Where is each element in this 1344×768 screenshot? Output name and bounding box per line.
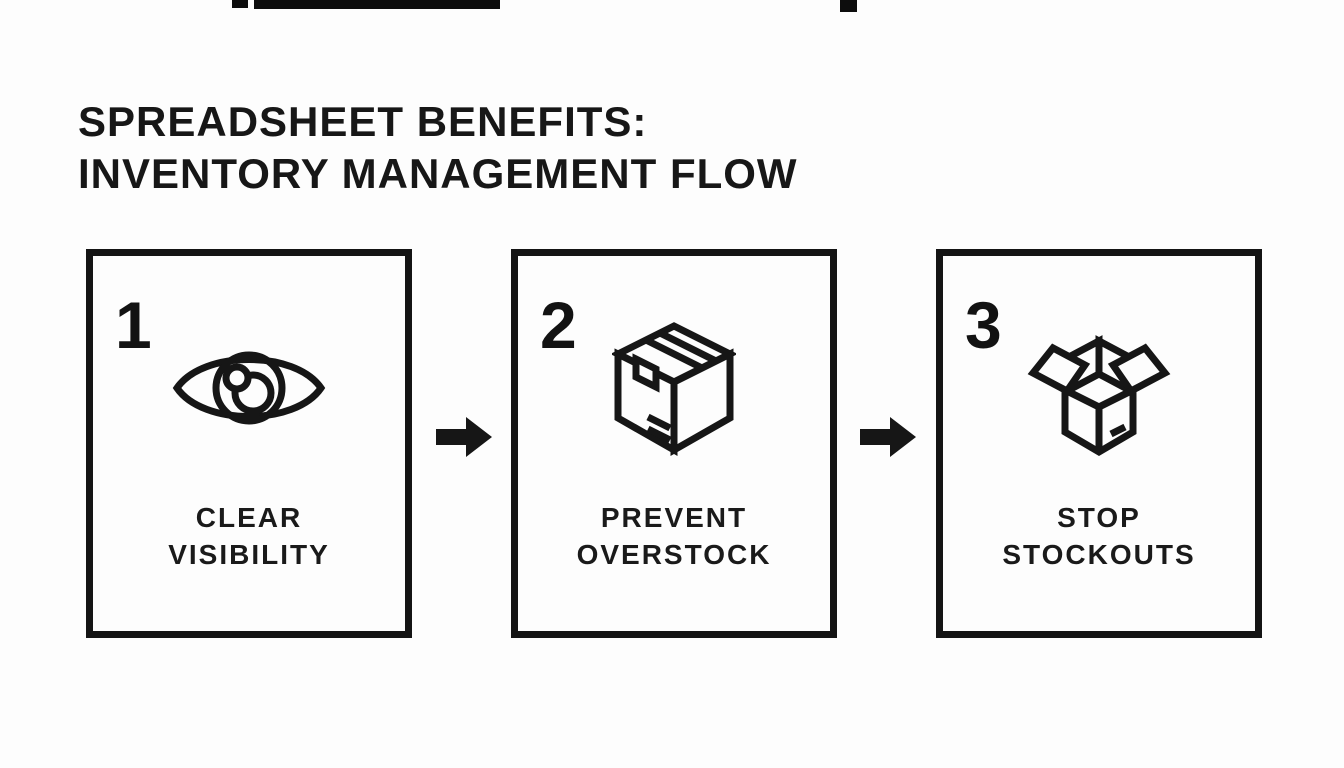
step-label-line2: VISIBILITY xyxy=(168,539,330,570)
page-title-line1: SPREADSHEET BENEFITS: xyxy=(78,98,648,145)
step-label: STOP STOCKOUTS xyxy=(943,499,1255,573)
page-title: SPREADSHEET BENEFITS: INVENTORY MANAGEME… xyxy=(78,96,798,200)
step-label: PREVENT OVERSTOCK xyxy=(518,499,830,573)
top-edge-artifact xyxy=(840,0,857,12)
step-label-line1: PREVENT xyxy=(600,502,748,533)
step-number: 1 xyxy=(115,288,152,362)
flow-arrow-icon xyxy=(860,417,916,457)
page-title-line2: INVENTORY MANAGEMENT FLOW xyxy=(78,150,798,197)
closed-box-icon xyxy=(518,308,830,468)
step-label: CLEAR VISIBILITY xyxy=(93,499,405,573)
top-edge-artifact xyxy=(232,0,248,8)
step-label-line2: STOCKOUTS xyxy=(1002,539,1196,570)
top-edge-artifact xyxy=(254,0,500,9)
step-box-stop-stockouts: 3 STOP STOCKOUTS xyxy=(936,249,1262,638)
step-label-line1: STOP xyxy=(1057,502,1141,533)
eye-icon xyxy=(93,308,405,468)
open-box-icon xyxy=(943,308,1255,468)
step-number: 2 xyxy=(540,288,577,362)
step-label-line2: OVERSTOCK xyxy=(576,539,772,570)
step-box-clear-visibility: 1 CLEAR VISIBILITY xyxy=(86,249,412,638)
step-number: 3 xyxy=(965,288,1002,362)
flow-arrow-icon xyxy=(436,417,492,457)
step-box-prevent-overstock: 2 PREVENT OVERSTOCK xyxy=(511,249,837,638)
step-label-line1: CLEAR xyxy=(195,502,303,533)
